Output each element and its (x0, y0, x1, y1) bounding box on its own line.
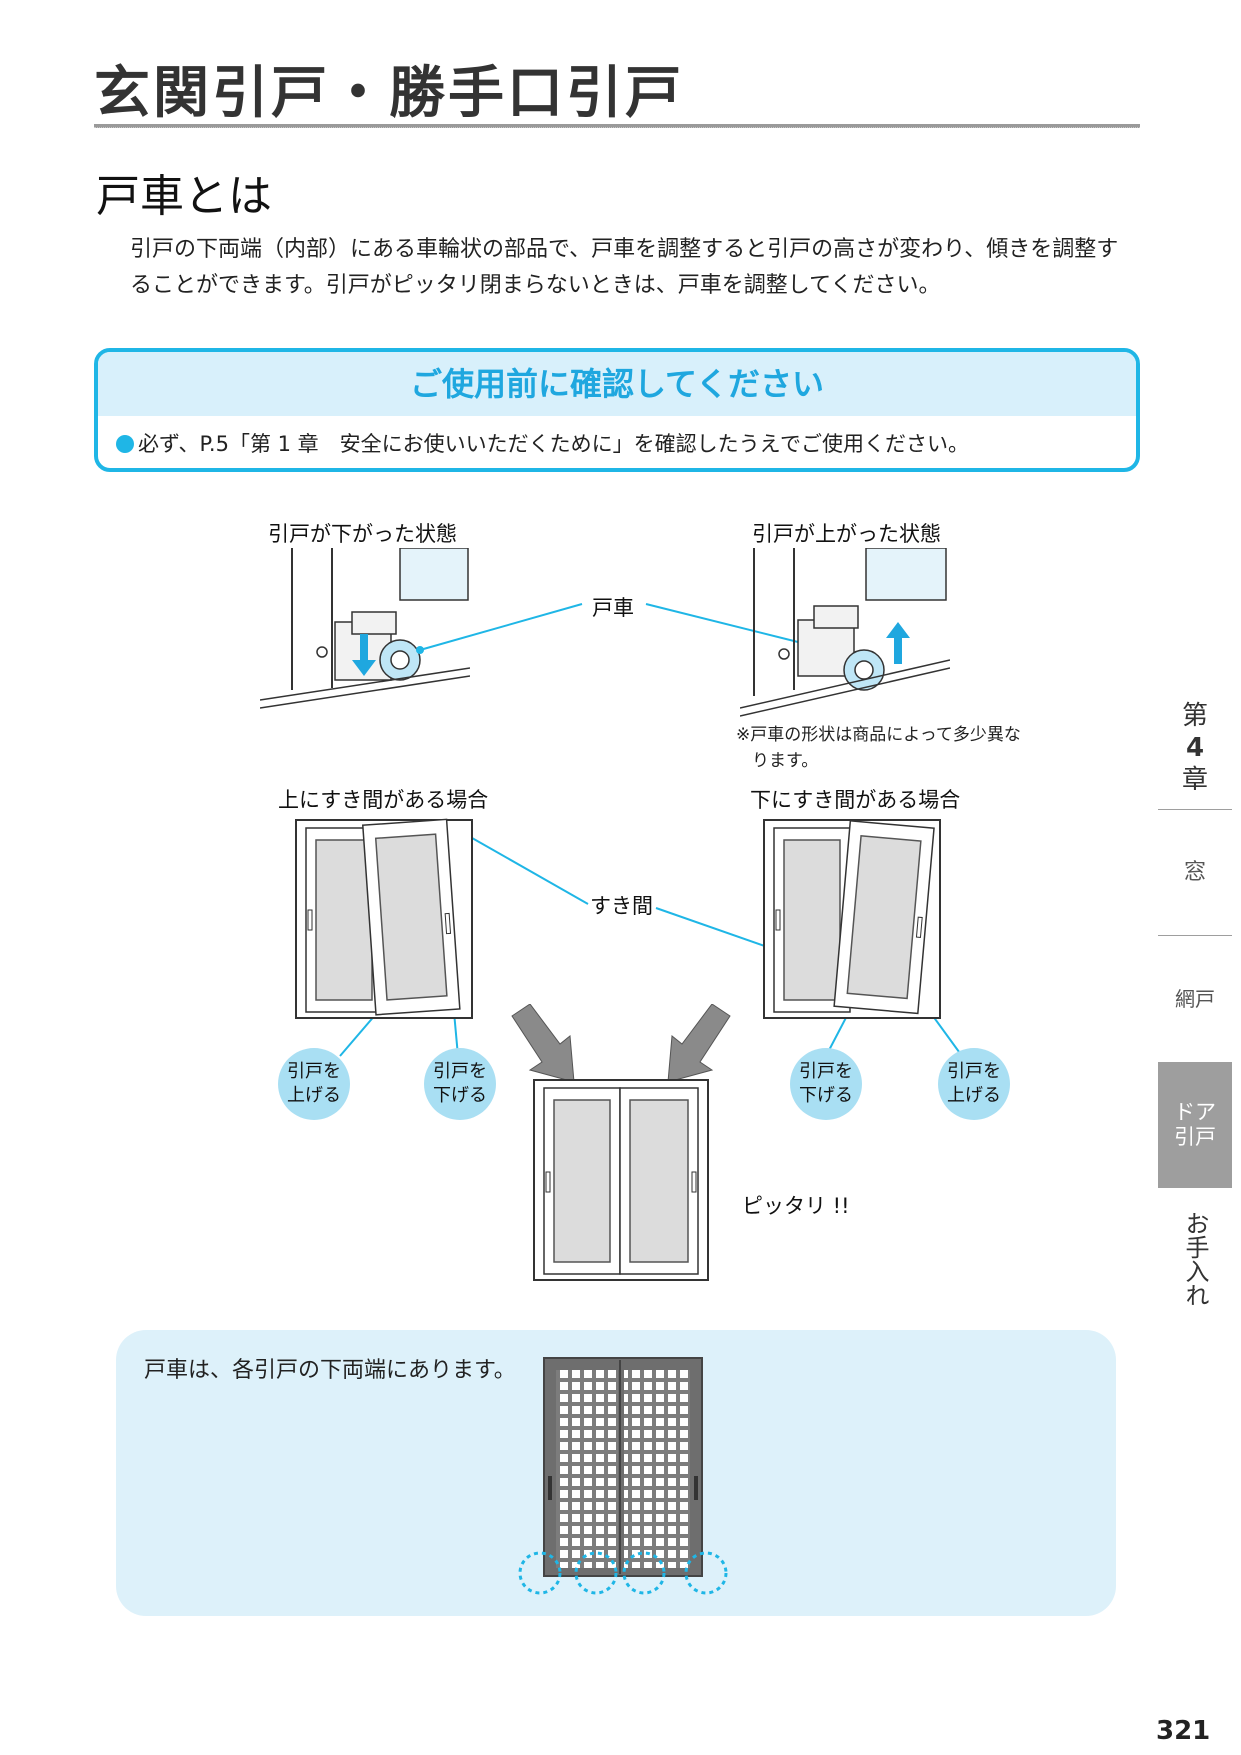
roller-shape-note-line1: ※戸車の形状は商品によって多少異な (736, 725, 1021, 745)
lowered-state-label: 引戸が下がった状態 (268, 522, 457, 546)
tab-window[interactable]: 窓 (1158, 810, 1232, 936)
raised-roller-illustration (740, 548, 950, 717)
door-perfect-illustration (533, 1079, 709, 1281)
title-divider (94, 124, 1140, 128)
roller-shape-note-line2: ります。 (752, 751, 819, 771)
tab-care[interactable]: お手入れ (1158, 1188, 1232, 1307)
page-title: 玄関引戸・勝手口引戸 (94, 61, 684, 126)
lower-door-bubble-left: 引戸を下げる (424, 1048, 496, 1120)
notice-box: ご使用前に確認してください 必ず、P.5「第 1 章 安全にお使いいただくために… (94, 348, 1140, 472)
notice-text: 必ず、P.5「第 1 章 安全にお使いいただくために」を確認したうえでご使用くだ… (138, 432, 970, 456)
tab-chapter-4[interactable]: 第 4 章 (1158, 690, 1232, 810)
lower-door-bubble-right: 引戸を下げる (790, 1048, 862, 1120)
raise-door-bubble-left: 引戸を上げる (278, 1048, 350, 1120)
chapter-side-tabs: 第 4 章 窓 網戸 ドア 引戸 お手入れ (1158, 690, 1232, 1307)
gap-label: すき間 (590, 894, 653, 918)
raised-state-label: 引戸が上がった状態 (752, 522, 941, 546)
intro-paragraph: 引戸の下両端（内部）にある車輪状の部品で、戸車を調整すると引戸の高さが変わり、傾… (130, 237, 1119, 298)
perfect-fit-label: ピッタリ !! (742, 1194, 850, 1218)
lattice-door-illustration (518, 1357, 728, 1595)
converging-arrows (511, 1004, 731, 1083)
roller-label: 戸車 (592, 596, 634, 620)
gap-bottom-label: 下にすき間がある場合 (750, 788, 961, 812)
tab-door-sliding[interactable]: ドア 引戸 (1158, 1062, 1232, 1188)
notice-heading: ご使用前に確認してください (98, 352, 1136, 416)
section-title: 戸車とは (96, 171, 272, 222)
tab-screen[interactable]: 網戸 (1175, 987, 1215, 1011)
gap-top-label: 上にすき間がある場合 (278, 788, 489, 812)
tab-care-label: お手入れ (1181, 1211, 1209, 1307)
raise-door-bubble-right: 引戸を上げる (938, 1048, 1010, 1120)
notice-body: 必ず、P.5「第 1 章 安全にお使いいただくために」を確認したうえでご使用くだ… (98, 416, 1136, 458)
roller-location-text: 戸車は、各引戸の下両端にあります。 (144, 1358, 516, 1383)
door-gap-top-illustration (295, 818, 473, 1019)
bullet-icon (116, 435, 134, 453)
door-gap-bottom-illustration (763, 819, 941, 1019)
page-number: 321 (1156, 1716, 1211, 1746)
lowered-roller-illustration (260, 548, 470, 709)
